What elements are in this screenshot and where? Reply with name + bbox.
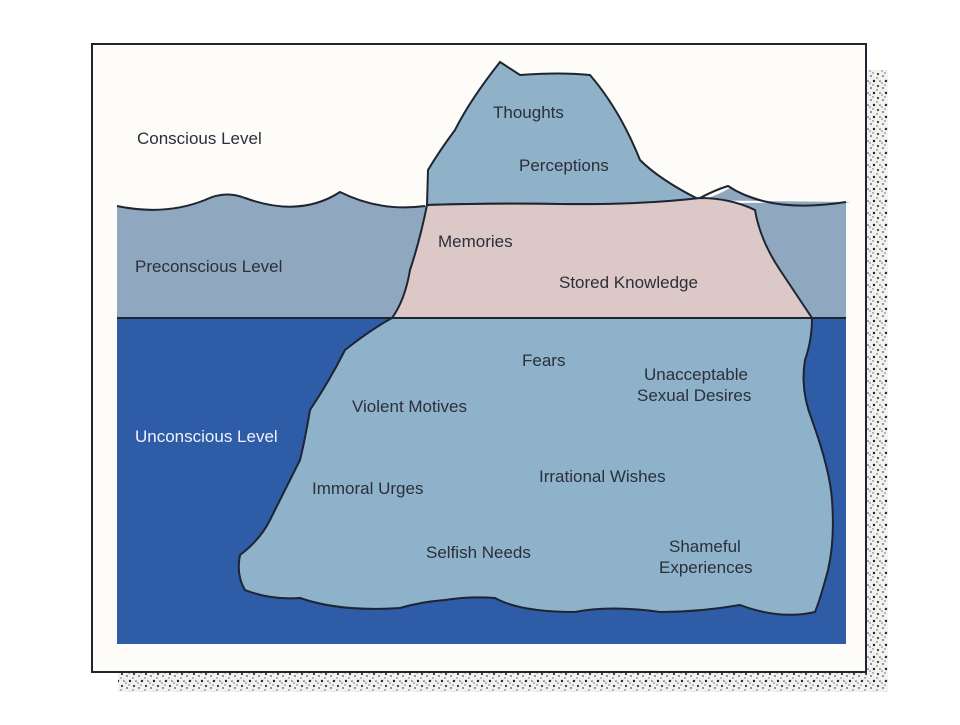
iceberg-preconscious <box>390 196 814 319</box>
preconscious-level-label: Preconscious Level <box>135 257 282 276</box>
item-shameful: Shameful <box>669 537 741 556</box>
item-thoughts: Thoughts <box>493 103 564 122</box>
water-surface-line <box>116 190 426 211</box>
item-fears: Fears <box>522 351 565 370</box>
item-memories: Memories <box>438 232 513 251</box>
item-violent-motives: Violent Motives <box>352 397 467 416</box>
item-unacceptable: Unacceptable <box>644 365 748 384</box>
item-sexual-desires: Sexual Desires <box>637 386 751 405</box>
item-perceptions: Perceptions <box>519 156 609 175</box>
frame-shadow-right <box>866 70 888 690</box>
item-selfish-needs: Selfish Needs <box>426 543 531 562</box>
item-stored-knowledge: Stored Knowledge <box>559 273 698 292</box>
item-immoral-urges: Immoral Urges <box>312 479 423 498</box>
frame-shadow-bottom <box>118 670 888 692</box>
water-surface-line-right <box>699 184 847 207</box>
conscious-level-label: Conscious Level <box>137 129 262 148</box>
unconscious-level-label: Unconscious Level <box>135 427 278 446</box>
iceberg-submerged <box>237 317 834 616</box>
item-experiences: Experiences <box>659 558 753 577</box>
item-irrational-wishes: Irrational Wishes <box>539 467 666 486</box>
